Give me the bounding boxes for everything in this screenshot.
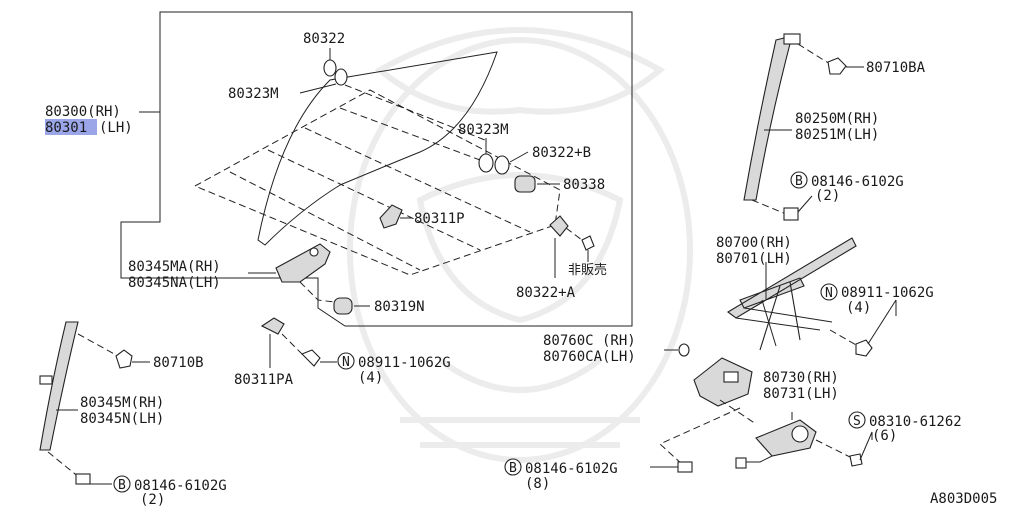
label-80345MA[interactable]: 80345MA(RH) bbox=[128, 259, 221, 275]
part-80710B-nut[interactable] bbox=[115, 349, 133, 369]
label-80301-code[interactable]: 80301 bbox=[45, 120, 87, 136]
not-sold-screw[interactable] bbox=[581, 235, 595, 251]
bolt-symbol-letter-left: B bbox=[118, 478, 126, 493]
label-08310[interactable]: 08310-61262 bbox=[869, 414, 962, 430]
label-08146-right-qty: (2) bbox=[815, 188, 840, 204]
part-80700-regulator[interactable] bbox=[727, 237, 857, 351]
label-08911-right-qty: (4) bbox=[846, 300, 871, 316]
label-08310-qty: (6) bbox=[872, 428, 897, 444]
label-08146-left[interactable]: 08146-6102G bbox=[134, 478, 227, 494]
screw-symbol-letter: S bbox=[853, 414, 861, 429]
label-80710BA[interactable]: 80710BA bbox=[866, 60, 926, 76]
diagram-code: A803D005 bbox=[930, 491, 997, 507]
nut-symbol-letter-right: N bbox=[825, 286, 833, 301]
label-80300-rh: 80300(RH) bbox=[45, 104, 121, 120]
bolt-symbol-letter-right: B bbox=[795, 174, 803, 189]
glass-plane-dashed bbox=[193, 89, 561, 276]
bolt-symbol-icon bbox=[113, 475, 131, 493]
label-80701[interactable]: 80701(LH) bbox=[716, 251, 792, 267]
part-80250M-front-guide[interactable] bbox=[743, 35, 793, 201]
bolt-symbol-icon bbox=[790, 171, 808, 189]
label-08146-bottom-qty: (8) bbox=[525, 476, 550, 492]
label-80311PA[interactable]: 80311PA bbox=[234, 372, 294, 388]
label-80345NA[interactable]: 80345NA(LH) bbox=[128, 275, 221, 291]
part-80323M-mid[interactable] bbox=[478, 153, 494, 173]
label-80338[interactable]: 80338 bbox=[563, 177, 605, 193]
bolt-08146-bottom[interactable] bbox=[677, 461, 693, 473]
screw-symbol-icon bbox=[848, 411, 866, 429]
part-80322-washer[interactable] bbox=[323, 59, 337, 77]
part-80311P-clip[interactable] bbox=[379, 204, 403, 229]
label-80322B[interactable]: 80322+B bbox=[532, 145, 591, 161]
label-08911-right[interactable]: 08911-1062G bbox=[841, 285, 934, 301]
label-80760C[interactable]: 80760C (RH) bbox=[543, 333, 636, 349]
label-08911-mid[interactable]: 08911-1062G bbox=[358, 355, 451, 371]
label-80760CA[interactable]: 80760CA(LH) bbox=[543, 349, 636, 365]
label-08146-right[interactable]: 08146-6102G bbox=[811, 174, 904, 190]
bolt-symbol-icon bbox=[504, 458, 522, 476]
label-80345N[interactable]: 80345N(LH) bbox=[80, 411, 164, 427]
label-80345M[interactable]: 80345M(RH) bbox=[80, 395, 164, 411]
label-08146-bottom[interactable]: 08146-6102G bbox=[525, 461, 618, 477]
part-80345M-guide-rail[interactable] bbox=[39, 321, 79, 451]
bolt-08146-right[interactable] bbox=[783, 207, 799, 221]
label-80323M-top[interactable]: 80323M bbox=[228, 86, 279, 102]
part-80338-roller[interactable] bbox=[514, 175, 536, 193]
part-80760C-bracket[interactable] bbox=[693, 357, 753, 407]
label-80322[interactable]: 80322 bbox=[303, 31, 345, 47]
label-80323M-mid[interactable]: 80323M bbox=[458, 122, 509, 138]
bolt-symbol-letter-bottom: B bbox=[509, 461, 517, 476]
part-80322A-clip[interactable] bbox=[549, 215, 569, 237]
label-80301-suffix: (LH) bbox=[99, 120, 133, 136]
part-80760C-washer[interactable] bbox=[678, 343, 690, 357]
nut-symbol-icon bbox=[337, 352, 355, 370]
part-80710BA-nut[interactable] bbox=[827, 57, 847, 75]
part-80311PA-clip[interactable] bbox=[260, 317, 285, 335]
label-80319N[interactable]: 80319N bbox=[374, 299, 425, 315]
label-80250M[interactable]: 80250M(RH) bbox=[795, 111, 879, 127]
label-80730[interactable]: 80730(RH) bbox=[763, 370, 839, 386]
label-80731[interactable]: 80731(LH) bbox=[763, 386, 839, 402]
label-80710B[interactable]: 80710B bbox=[153, 355, 204, 371]
label-08911-mid-qty: (4) bbox=[358, 370, 383, 386]
label-80322A[interactable]: 80322+A bbox=[516, 285, 576, 301]
label-08146-left-qty: (2) bbox=[140, 492, 165, 508]
label-80251M[interactable]: 80251M(LH) bbox=[795, 127, 879, 143]
nut-08911-mid[interactable] bbox=[301, 349, 321, 367]
nut-symbol-icon bbox=[820, 283, 838, 301]
part-80322B[interactable] bbox=[494, 155, 510, 175]
highlight-80301 bbox=[45, 119, 97, 135]
glass-group-frame bbox=[120, 11, 633, 327]
screw-08310[interactable] bbox=[849, 453, 863, 467]
label-not-sold: 非販売 bbox=[568, 262, 607, 278]
door-glass bbox=[257, 51, 498, 246]
label-80311P[interactable]: 80311P bbox=[414, 211, 465, 227]
bolt-08146-left[interactable] bbox=[75, 473, 91, 485]
part-80345MA-bracket[interactable] bbox=[275, 243, 331, 283]
watermark-emblem bbox=[347, 27, 693, 463]
nut-symbol-letter: N bbox=[342, 355, 350, 370]
label-80700[interactable]: 80700(RH) bbox=[716, 235, 792, 251]
part-80323M-washer[interactable] bbox=[334, 68, 348, 86]
part-80319N[interactable] bbox=[333, 297, 353, 315]
